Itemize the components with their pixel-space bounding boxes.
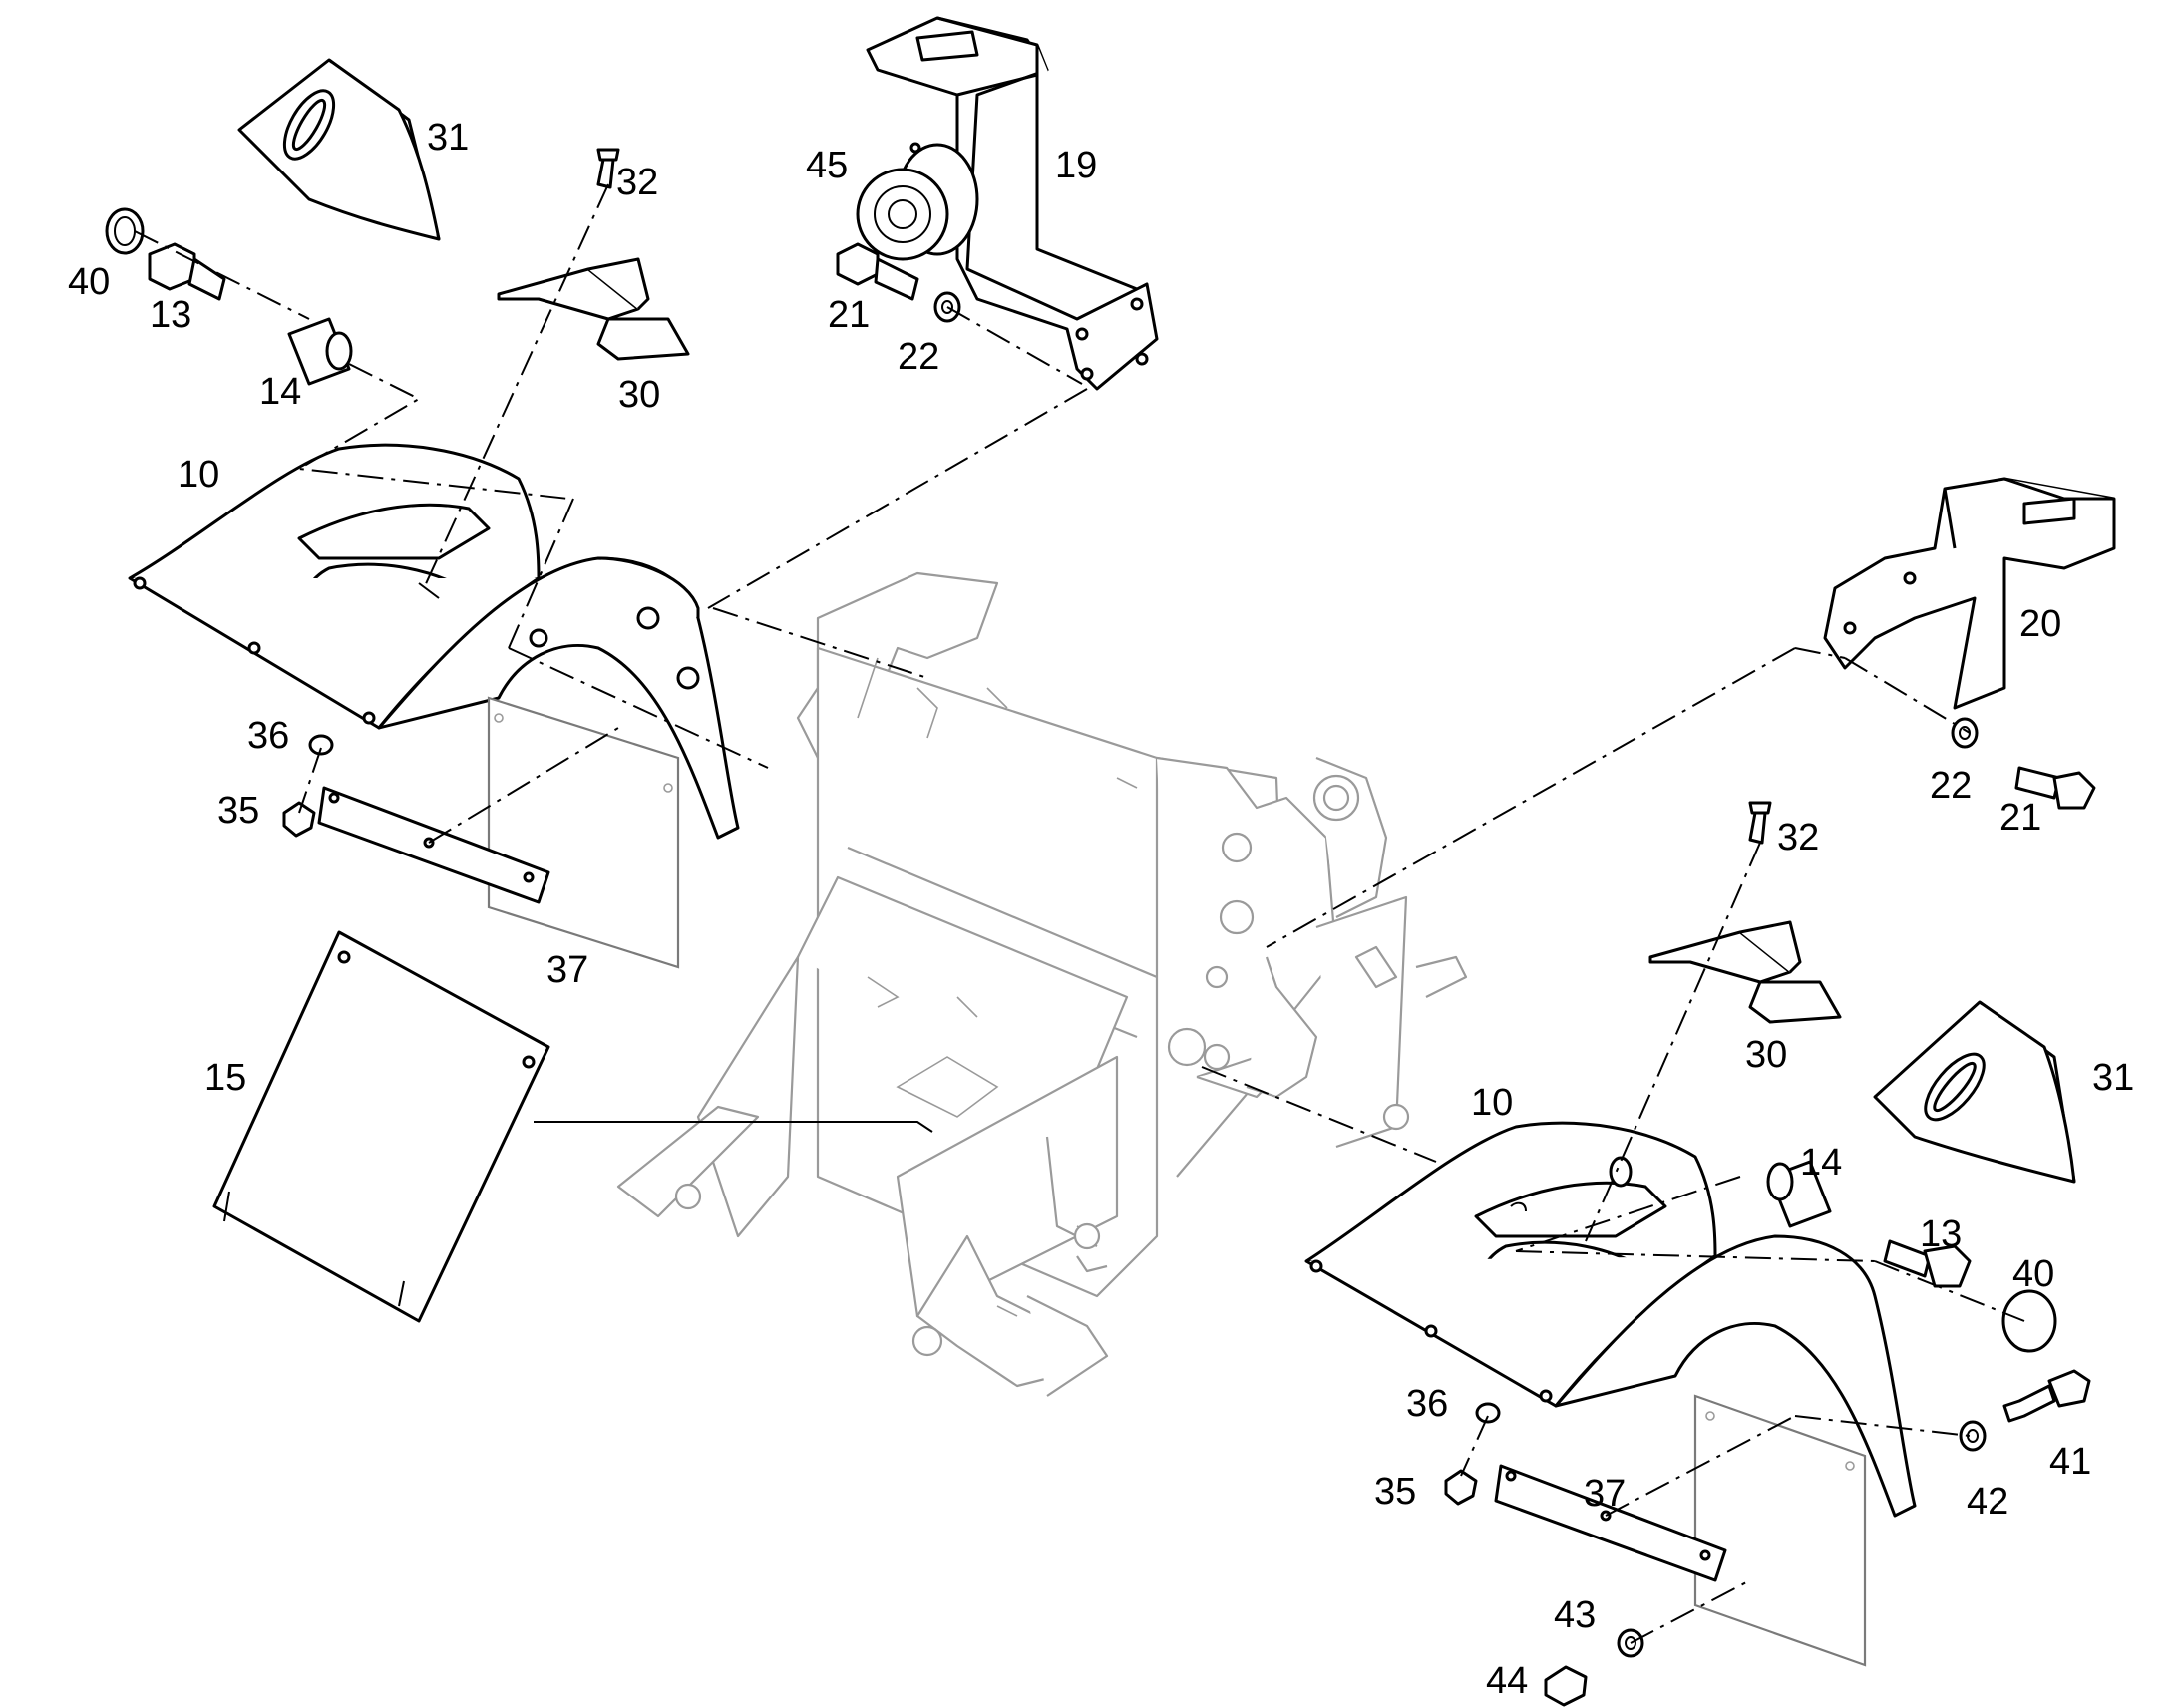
bracket-30-left [497, 257, 690, 361]
callout-37: 37 [1584, 1473, 1626, 1515]
mud-guard-block-left [237, 58, 441, 241]
left-strip [317, 786, 550, 904]
callout-14: 14 [259, 371, 301, 413]
washer-36-right [1475, 1402, 1501, 1424]
bolt-32-right [1748, 801, 1772, 845]
callout-44: 44 [1486, 1660, 1528, 1702]
step-bracket-20 [1823, 477, 2116, 710]
right-fender [1304, 1121, 1917, 1518]
right-mud-flap [1693, 1394, 1867, 1667]
mirror-45 [856, 142, 979, 261]
bolt-32-left [596, 148, 620, 189]
washer-22-right [1951, 717, 1979, 749]
left-mud-flap [487, 696, 680, 969]
callout-40: 40 [2012, 1253, 2054, 1295]
main-frame [616, 571, 1468, 1397]
nut-35-right [1444, 1469, 1478, 1506]
callout-13: 13 [150, 294, 191, 336]
cap-40-right [2001, 1289, 2057, 1353]
washer-36-left [308, 734, 334, 756]
callout-30: 30 [618, 374, 660, 416]
callout-10: 10 [1471, 1082, 1513, 1124]
callout-21: 21 [828, 294, 870, 336]
callout-10: 10 [178, 454, 219, 496]
callout-13: 13 [1920, 1213, 1962, 1255]
bolt-41 [2002, 1369, 2091, 1423]
bushing-14-left [287, 317, 353, 386]
callout-40: 40 [68, 261, 110, 303]
callout-35: 35 [1374, 1471, 1416, 1513]
washer-42 [1959, 1420, 1987, 1452]
callout-20: 20 [2019, 603, 2061, 645]
callout-32: 32 [616, 162, 658, 203]
bracket-30-right [1648, 920, 1842, 1024]
mud-guard-block-right [1873, 1000, 2076, 1184]
callout-32: 32 [1777, 817, 1819, 858]
bolt-21-right [2014, 766, 2096, 810]
bolt-13-right [1883, 1239, 1972, 1288]
left-fender [128, 443, 740, 840]
callout-31: 31 [2092, 1057, 2134, 1099]
callout-35: 35 [217, 790, 259, 832]
callout-22: 22 [1930, 765, 1972, 807]
callout-36: 36 [1406, 1383, 1448, 1425]
callout-37: 37 [546, 949, 588, 991]
step-bracket-19 [866, 16, 1159, 391]
callout-labels: 31 32 45 19 40 13 21 22 14 30 10 20 36 3… [68, 117, 2134, 1702]
callout-30: 30 [1745, 1034, 1787, 1076]
callout-36: 36 [247, 715, 289, 757]
callout-21: 21 [1999, 797, 2041, 839]
bushing-14-right [1766, 1160, 1832, 1228]
bolt-13-left [148, 242, 226, 301]
callout-19: 19 [1055, 145, 1097, 186]
bolt-21-top [836, 242, 919, 301]
nut-35-left [282, 801, 316, 838]
callout-42: 42 [1967, 1481, 2008, 1523]
callout-41: 41 [2049, 1441, 2091, 1483]
callout-43: 43 [1554, 1594, 1596, 1636]
callout-45: 45 [806, 145, 848, 186]
callout-14: 14 [1800, 1142, 1842, 1184]
nut-44 [1544, 1665, 1588, 1707]
cover-plate [212, 930, 550, 1323]
callout-22: 22 [898, 336, 939, 378]
assembly-leader-lines [134, 183, 2025, 1644]
callout-31: 31 [427, 117, 469, 159]
right-strip [1494, 1464, 1727, 1582]
callout-15: 15 [204, 1057, 246, 1099]
cap-40-left [105, 207, 145, 255]
